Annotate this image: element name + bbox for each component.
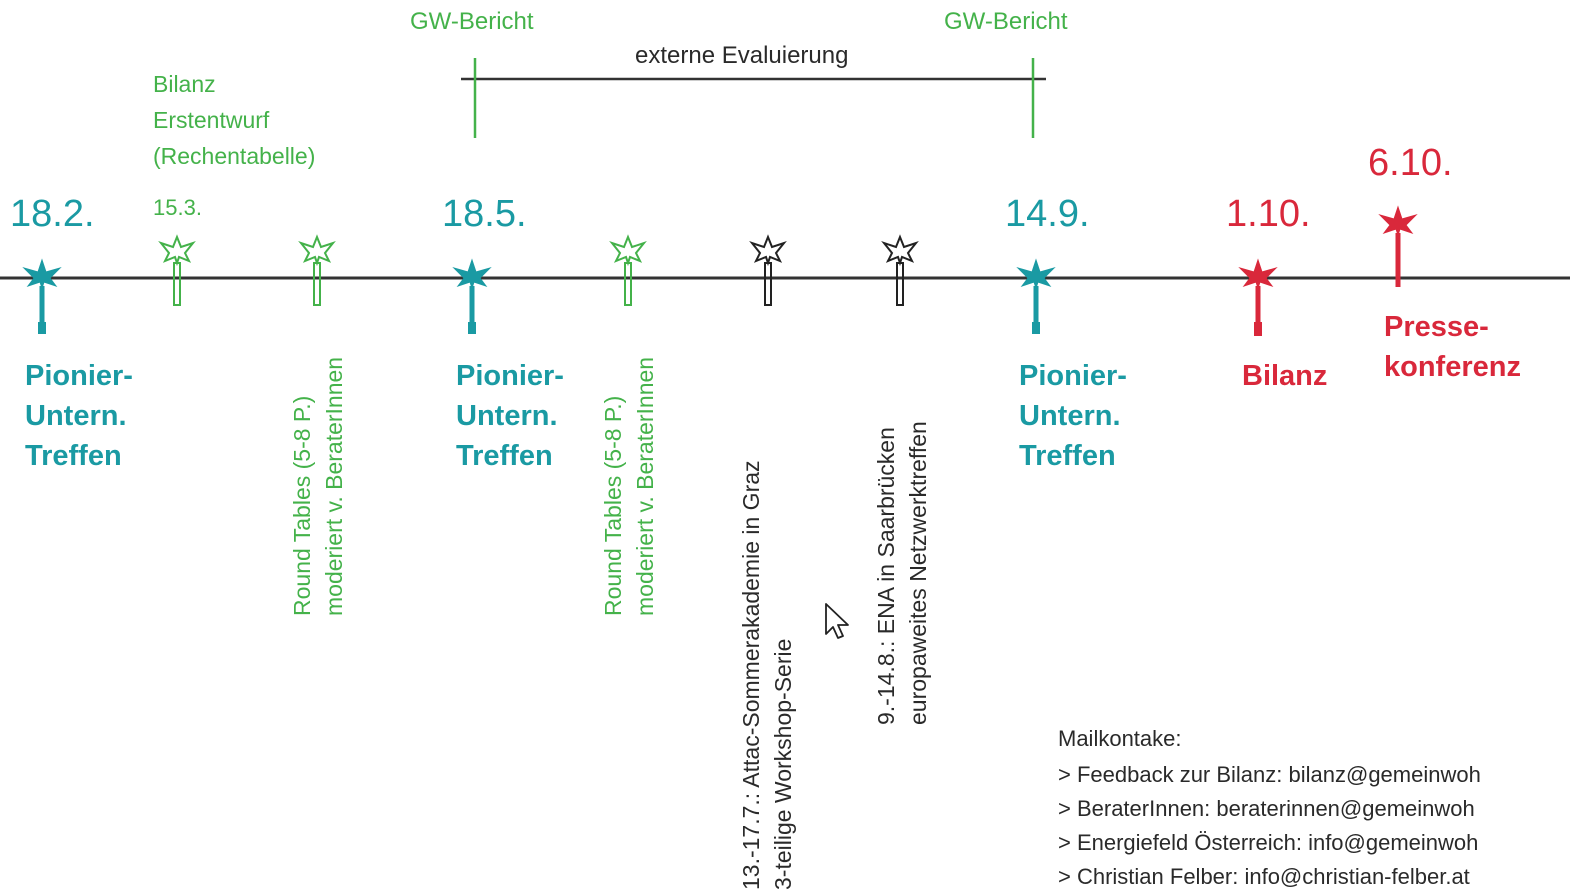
pioneer-meeting-label: Pionier- Untern. Treffen bbox=[25, 360, 133, 472]
date-label: 15.3. bbox=[153, 195, 202, 220]
gw-report-label-left: GW-Bericht bbox=[410, 8, 534, 35]
mail-contact-line[interactable]: > BeraterInnen: beraterinnen@gemeinwoh bbox=[1058, 796, 1475, 821]
pioneer-meeting-label: Pionier- Untern. Treffen bbox=[1019, 360, 1127, 472]
pin-star-icon bbox=[158, 234, 196, 306]
pin-star-icon bbox=[452, 258, 492, 334]
round-tables-label: Round Tables (5-8 P.) moderiert v. Berat… bbox=[600, 356, 658, 616]
date-label: 18.5. bbox=[442, 193, 527, 235]
mail-contact-line[interactable]: > Feedback zur Bilanz: bilanz@gemeinwoh bbox=[1058, 762, 1481, 787]
mail-contact-line[interactable]: > Energiefeld Österreich: info@gemeinwoh bbox=[1058, 830, 1479, 855]
attac-summer-academy-label: 13.-17.7.: Attac-Sommerakademie in Graz … bbox=[738, 460, 796, 890]
pioneer-meeting-label: Pionier- Untern. Treffen bbox=[456, 360, 564, 472]
ena-saarbruecken-label: 9.-14.8.: ENA in Saarbrücken europaweite… bbox=[873, 421, 931, 725]
date-label: 1.10. bbox=[1226, 193, 1311, 235]
pin-star-icon bbox=[881, 234, 919, 306]
press-conference-label: Presse- konferenz bbox=[1384, 311, 1521, 383]
mouse-cursor-icon bbox=[825, 603, 849, 639]
pin-star-icon bbox=[609, 234, 647, 306]
pin-star-icon bbox=[1378, 205, 1418, 287]
mail-contact-line[interactable]: > Christian Felber: info@christian-felbe… bbox=[1058, 864, 1470, 889]
date-label: 14.9. bbox=[1005, 193, 1090, 235]
gw-report-label-right: GW-Bericht bbox=[944, 8, 1068, 35]
pin-star-icon bbox=[298, 234, 336, 306]
pin-star-icon bbox=[22, 258, 62, 334]
mail-contacts-title: Mailkontake: bbox=[1058, 726, 1182, 751]
pin-star-icon bbox=[749, 234, 787, 306]
balance-draft-label: Bilanz Erstentwurf (Rechentabelle) bbox=[153, 71, 316, 169]
pin-star-icon bbox=[1016, 258, 1056, 334]
round-tables-label: Round Tables (5-8 P.) moderiert v. Berat… bbox=[289, 356, 347, 616]
external-evaluation-label: externe Evaluierung bbox=[635, 42, 849, 69]
pin-star-icon bbox=[1238, 258, 1278, 336]
balance-label: Bilanz bbox=[1242, 360, 1328, 392]
date-label: 18.2. bbox=[10, 193, 95, 235]
date-label: 6.10. bbox=[1368, 142, 1453, 184]
